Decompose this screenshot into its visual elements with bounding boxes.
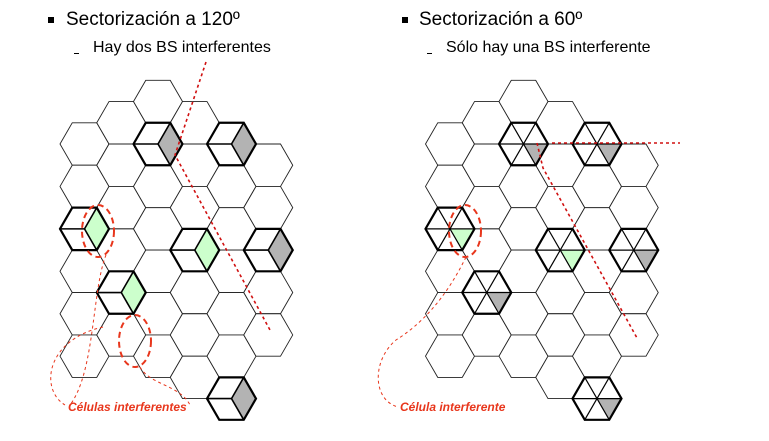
sector-divider [437,207,463,251]
subheading-left: Hay dos BS interferentes [93,39,271,56]
heading-right: Sectorización a 60º [419,9,583,30]
shaded-sector [597,398,622,420]
interference-path [536,142,638,339]
interfering-cell-marker [118,314,152,368]
hex-cell [243,313,294,357]
subheading-right: Sólo hay una BS interferente [446,39,651,56]
sector-divider [83,228,98,251]
sector-divider [230,122,245,145]
sector-divider [620,228,647,272]
dash-right [427,53,432,54]
callout-leader [50,326,104,406]
sector-divider [584,122,610,166]
sector-divider [83,207,98,230]
bullet-left [48,17,54,23]
interfering-cell-marker [81,204,115,258]
callout-left-label: Células interferentes [68,400,187,414]
dash-left [74,53,79,54]
shaded-sector [633,250,659,272]
shaded-sector [597,144,622,166]
sector-divider [473,271,500,315]
shaded-sector [450,228,475,251]
sector-divider [547,228,574,272]
sector-divider [267,249,282,272]
sector-divider [120,292,135,315]
shaded-sector [486,292,512,314]
sector-divider [510,122,537,166]
right-diagram-60 [377,79,680,421]
sector-divider [194,228,208,251]
callout-leader [377,256,467,408]
shaded-sector [231,377,256,420]
bullet-right [402,17,408,23]
sector-divider [157,122,171,145]
callout-leader [139,366,191,406]
shaded-sector [523,144,548,166]
left-diagram-120 [50,61,295,421]
callout-right-label: Célula interferente [400,400,506,414]
interference-path [174,61,271,331]
sector-divider [584,377,610,421]
heading-left: Sectorización a 120º [66,9,240,30]
callout-leader [69,254,107,406]
sector-divider [230,398,245,421]
sector-divider [157,143,171,166]
interfering-cell-marker [448,204,482,258]
sector-divider [230,376,245,400]
sector-divider [230,143,245,166]
shaded-sector [560,250,585,272]
hex-cell [608,313,659,357]
sector-divider [194,249,208,272]
sector-divider [120,270,135,293]
sector-divider [267,228,282,251]
